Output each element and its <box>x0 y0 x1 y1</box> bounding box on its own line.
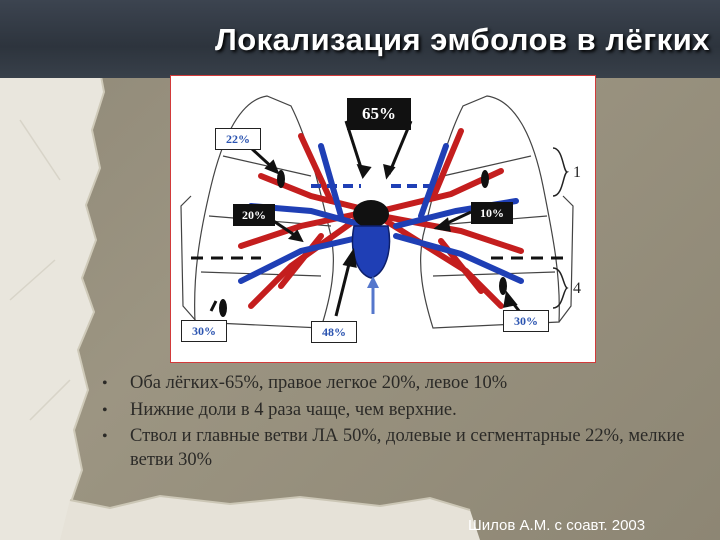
label-lower-right: 30% <box>181 320 227 342</box>
bullet-dot: • <box>102 428 108 445</box>
lung-embolism-figure: 65% 22% 20% 10% 30% 48% 30% 1 4 <box>170 75 596 363</box>
slide-title: Локализация эмболов в лёгких <box>214 22 710 57</box>
title-banner: Локализация эмболов в лёгких <box>0 0 720 78</box>
bullet-text: Ствол и главные ветви ЛА 50%, долевые и … <box>130 426 685 470</box>
label-trunk: 48% <box>311 321 357 343</box>
bullet-dot: • <box>102 401 108 419</box>
label-lower-left: 30% <box>503 310 549 332</box>
label-left-lung: 10% <box>471 202 513 224</box>
label-right-lung: 20% <box>233 204 275 226</box>
bracket-label-upper: 1 <box>573 164 581 181</box>
label-upper-right: 22% <box>215 128 261 150</box>
bullet-item: • Ствол и главные ветви ЛА 50%, долевые и… <box>100 425 720 472</box>
bullet-text: Нижние доли в 4 раза чаще, чем верхние. <box>130 399 457 420</box>
bullet-list: • Оба лёгких-65%, правое легкое 20%, лево… <box>100 372 720 475</box>
bullet-text: Оба лёгких-65%, правое легкое 20%, левое… <box>130 373 508 393</box>
author-credit: Шилов А.М. с соавт. 2003 <box>468 517 646 534</box>
bullet-dot: • <box>102 375 108 392</box>
bracket-label-lower: 4 <box>573 280 581 297</box>
bullet-item: • Нижние доли в 4 раза чаще, чем верхние. <box>100 399 720 423</box>
bullet-item: • Оба лёгких-65%, правое легкое 20%, лево… <box>100 372 720 396</box>
label-both-lungs: 65% <box>347 98 411 130</box>
